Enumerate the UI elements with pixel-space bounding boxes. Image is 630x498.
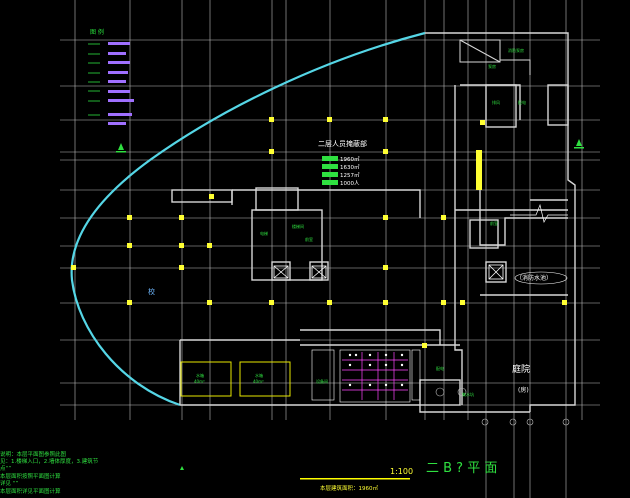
svg-text:集水坑: 集水坑 xyxy=(462,391,474,397)
column-markers xyxy=(71,117,567,348)
plan-scale: 1:100 xyxy=(390,467,413,476)
yard-sub-label: (房) xyxy=(518,386,529,394)
note-line-4: 本层面积按照平面图计算 xyxy=(0,474,61,480)
note-line-1: 说明：本层平面图参照此图 xyxy=(0,452,67,458)
svg-text:40m³: 40m³ xyxy=(194,379,205,384)
right-zigzag xyxy=(510,203,568,223)
yard-label: 庭院 xyxy=(512,363,530,375)
grid-lines xyxy=(60,0,600,498)
note-line-5: 详见 “” xyxy=(0,481,19,487)
axis-bubbles xyxy=(435,387,570,426)
svg-text:水箱: 水箱 xyxy=(196,372,204,378)
svg-text:水箱: 水箱 xyxy=(255,372,263,378)
legend-title: 图 例 xyxy=(90,28,104,36)
svg-text:配电: 配电 xyxy=(518,99,526,105)
svg-text:前室: 前室 xyxy=(305,236,313,242)
title-block: 二层人员掩蔽部 1960㎡ 1630㎡ 1257㎡ 1000人 xyxy=(318,139,367,187)
svg-text:消防泵房: 消防泵房 xyxy=(508,47,524,53)
svg-text:排风: 排风 xyxy=(492,99,500,105)
legend: 图 例 xyxy=(88,28,134,125)
right-room-label: （消防水池） xyxy=(516,274,552,282)
svg-text:设备间: 设备间 xyxy=(316,378,328,384)
svg-text:楼梯间: 楼梯间 xyxy=(292,223,304,229)
svg-text:前室: 前室 xyxy=(490,220,498,226)
green-annotations: 消防泵房 泵房 配电 排风 楼梯间 前室 电梯 前室 设备间 配电 集水坑 xyxy=(260,47,526,397)
note-line-6: 本层面积详见平面图计算 xyxy=(0,489,61,495)
cyan-site-boundary xyxy=(70,31,426,407)
top-right-rooms xyxy=(459,39,531,75)
tank-labels: 水箱 40m³ 水箱 40m³ xyxy=(194,372,264,384)
toilet-fixtures xyxy=(311,349,421,403)
footer-area: 本层建筑面积：1960㎡ xyxy=(320,484,378,492)
floor-label: 二层人员掩蔽部 xyxy=(318,139,367,148)
section-markers xyxy=(116,139,584,470)
area-line-4: 1000人 xyxy=(340,180,360,187)
area-line-2: 1630㎡ xyxy=(340,163,360,171)
svg-text:40m³: 40m³ xyxy=(253,379,264,384)
plan-title: 二 B ? 平 面 xyxy=(426,461,497,476)
water-tanks xyxy=(180,361,291,397)
svg-text:配电: 配电 xyxy=(436,365,444,371)
area-line-3: 1257㎡ xyxy=(340,171,360,179)
note-line-2: 见：1.楼梯入口，2.墙体厚度，3.建筑节 xyxy=(0,459,99,465)
left-school-label: 校 xyxy=(148,287,155,296)
outer-walls xyxy=(171,32,576,413)
svg-text:泵房: 泵房 xyxy=(488,63,496,69)
right-room-ellipse xyxy=(514,271,568,285)
footer-underline xyxy=(300,478,410,480)
stair-enclosures xyxy=(273,264,504,280)
area-line-1: 1960㎡ xyxy=(340,155,360,163)
svg-text:电梯: 电梯 xyxy=(260,230,268,236)
note-line-3: 点“” xyxy=(0,466,12,472)
